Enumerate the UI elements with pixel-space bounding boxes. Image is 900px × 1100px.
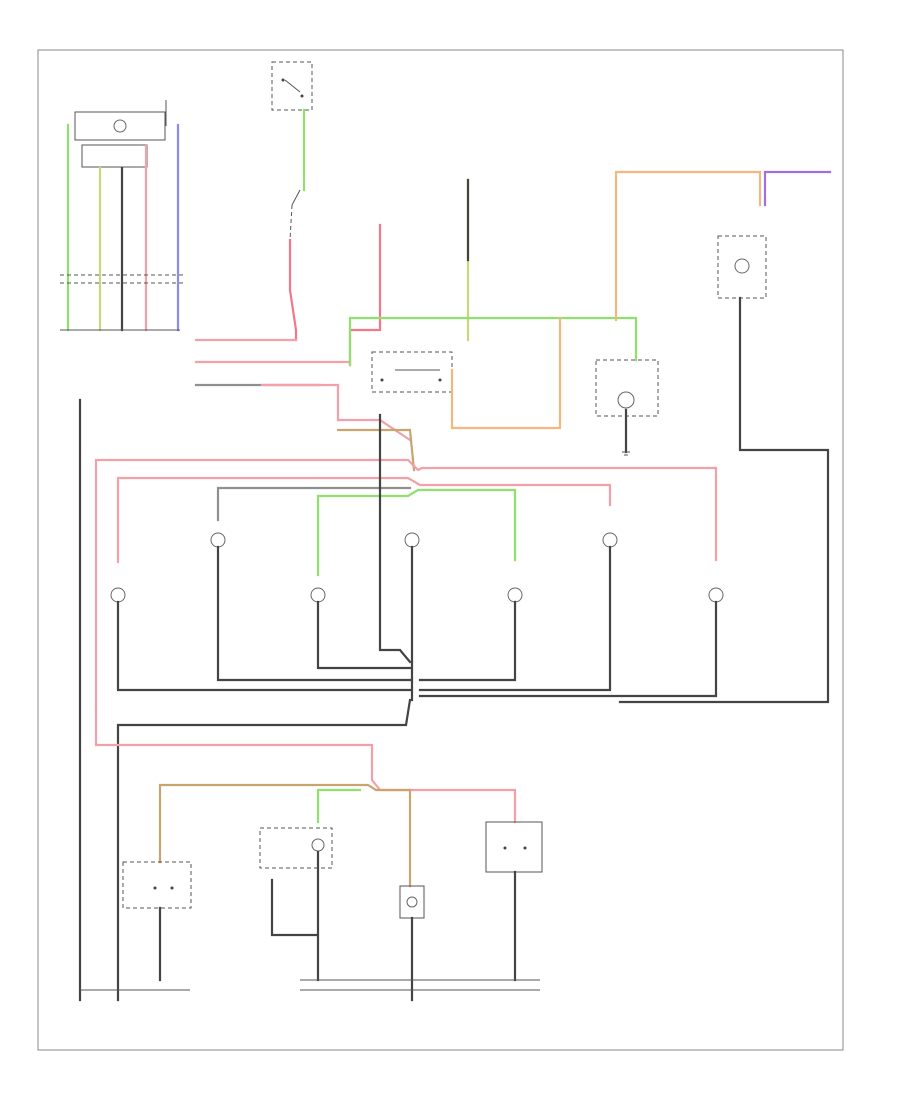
wire-tan-lower-left xyxy=(158,783,412,888)
mid-lamp-3 xyxy=(310,587,326,603)
top-right-lamp xyxy=(717,235,767,299)
mid-lamp-4 xyxy=(404,532,420,548)
wire-red-bus-inner xyxy=(116,476,612,564)
mid-lamp-5 xyxy=(507,587,523,603)
lower-center-switch xyxy=(259,827,333,982)
wire-green-mid xyxy=(316,488,517,577)
mid-lamp-7 xyxy=(708,587,724,603)
wire-red-bus-outer xyxy=(94,458,718,710)
mid-lamp-2 xyxy=(210,532,226,548)
mid-lamp-1 xyxy=(110,587,126,603)
lower-center-lamp xyxy=(399,885,425,1002)
wire-violet-top-right xyxy=(763,170,832,207)
wire-gray-bus xyxy=(216,486,412,522)
wire-pink-horizontal-3 xyxy=(260,383,412,442)
mid-lamp-6 xyxy=(602,532,618,548)
top-left-connector-block xyxy=(60,100,185,332)
top-center-switch xyxy=(271,61,313,342)
right-center-switch xyxy=(595,359,659,454)
wire-tan-center xyxy=(336,428,416,472)
wire-black-center-down xyxy=(116,698,412,1002)
lower-right-switch xyxy=(485,821,543,982)
wire-orange-top-right xyxy=(614,170,762,322)
lower-left-switch xyxy=(122,861,192,982)
wire-green-bus xyxy=(348,316,638,367)
wire-red-lower-bus xyxy=(94,706,517,824)
wire-black-right xyxy=(618,296,830,704)
ground-icon xyxy=(622,451,630,456)
diagram-border xyxy=(37,49,844,1051)
wire-red-vertical xyxy=(348,223,382,367)
central-relay-box xyxy=(371,316,562,430)
wire-green-lower xyxy=(316,788,362,824)
